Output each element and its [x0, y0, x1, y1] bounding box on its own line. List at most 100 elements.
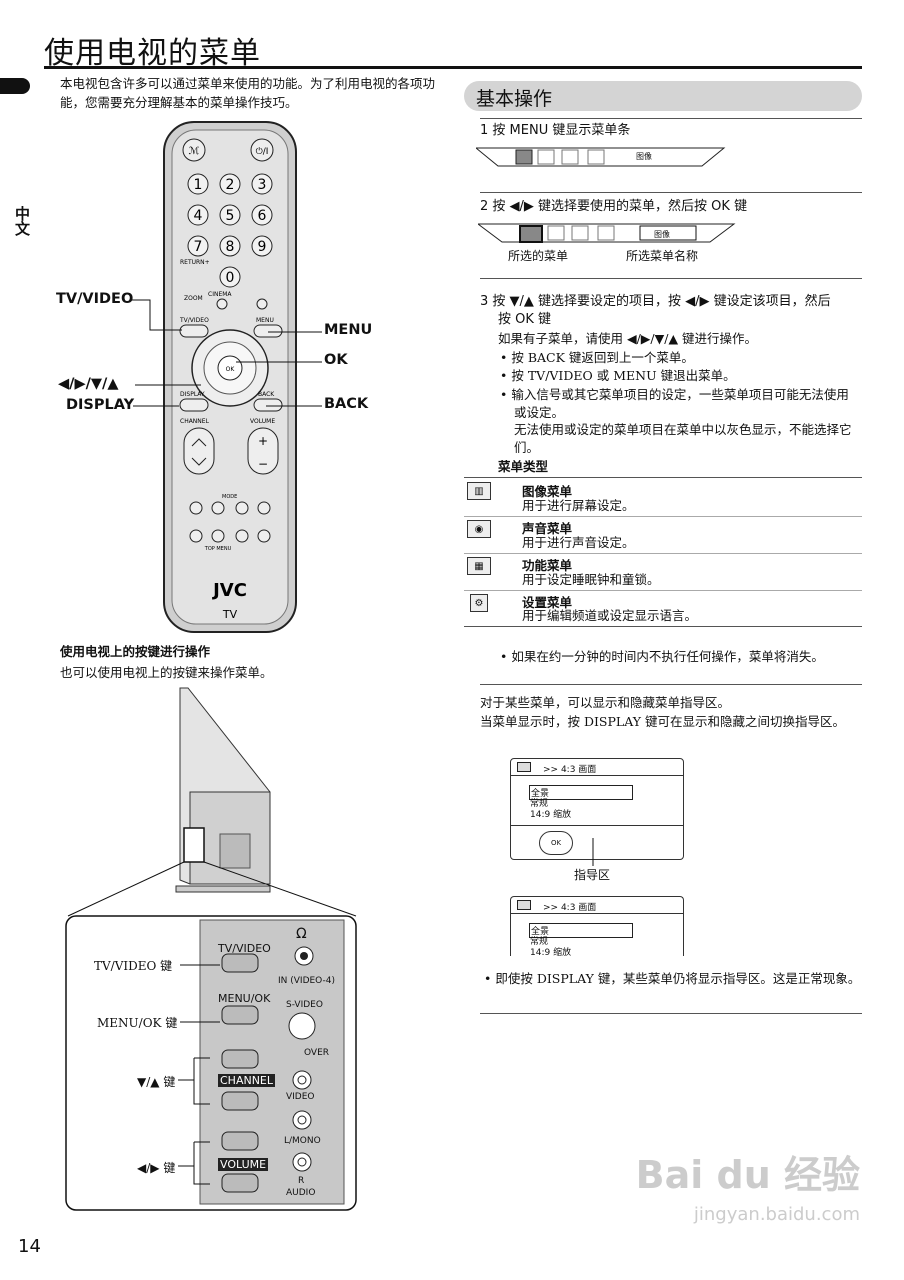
osd-item-1[interactable]: 常规 [530, 799, 549, 809]
label-tvvideo-key: TV/VIDEO 键 [94, 959, 173, 973]
remote-menu-label: MENU [256, 317, 274, 324]
osd-item-0[interactable]: 全景 [529, 785, 633, 800]
panel-r: R [298, 1176, 305, 1186]
digit-0-key[interactable]: 0 [226, 270, 235, 286]
label-updown-key: ▼/▲ 键 [137, 1075, 176, 1089]
setup-icon: ⚙ [470, 594, 488, 612]
osd-header: >> 4:3 画面 [543, 765, 597, 775]
remote-back-label: BACK [258, 391, 275, 398]
digit-7-key[interactable]: 7 [194, 239, 203, 255]
mute-button[interactable] [182, 138, 206, 162]
osd-without-guide: >> 4:3 画面 全景 常规 14:9 缩放 [510, 896, 684, 958]
remote-model-label: TV [222, 608, 238, 621]
picture-icon: ▥ [467, 482, 491, 500]
page-title: 使用电视的菜单 [44, 36, 261, 71]
step-1: 1 按 MENU 键显示菜单条 [480, 123, 631, 138]
digit-4-key[interactable]: 4 [194, 208, 203, 224]
watermark-url: jingyan.baidu.com [693, 1204, 860, 1225]
panel-tvvideo: TV/VIDEO [218, 942, 271, 955]
remote-channel-label: CHANNEL [180, 418, 210, 425]
guide-paragraph-1: 对于某些菜单，可以显示和隐藏菜单指导区。 [480, 695, 731, 710]
digit-8-key[interactable]: 8 [226, 239, 235, 255]
menubar-2-name: 图像 [654, 230, 670, 239]
language-tab-label: 中文 [13, 206, 31, 236]
osd-item-2[interactable]: 14:9 缩放 [530, 810, 572, 820]
tv-keys-subheading: 也可以使用电视上的按键来操作菜单。 [60, 665, 273, 680]
intro-text: 本电视包含许多可以通过菜单来使用的功能。为了利用电视的各项功能，您需要充分理解基… [60, 76, 436, 110]
step-3-line2: 按 OK 键 [498, 312, 552, 327]
bullet-1: • 按 BACK 键返回到上一个菜单。 [500, 350, 694, 365]
timeout-note: • 如果在约一分钟的时间内不执行任何操作，菜单将消失。 [500, 649, 824, 664]
guide-paragraph-2: 当菜单显示时，按 DISPLAY 键可在显示和隐藏之间切换指导区。 [480, 714, 845, 729]
digit-2-key[interactable]: 2 [226, 177, 235, 193]
page-number: 14 [18, 1236, 41, 1257]
menu-types-title: 菜单类型 [498, 459, 549, 474]
remote-brand-label: JVC [211, 580, 247, 601]
menu-bar-2 [478, 223, 736, 243]
callout-tv-video: TV/VIDEO [56, 291, 134, 307]
remote-ok-label: OK [226, 366, 236, 373]
panel-lmono: L/MONO [284, 1136, 321, 1146]
svg-text:+: + [258, 434, 268, 448]
remote-tvvideo-label: TV/VIDEO [179, 317, 209, 324]
callout-arrows: ◀/▶/▼/▲ [58, 376, 119, 392]
callout-menu: MENU [324, 322, 373, 338]
menu-bar-1 [476, 147, 726, 167]
digit-6-key[interactable]: 6 [258, 208, 267, 224]
bullet-3-cont: 无法使用或设定的菜单项目在菜单中以灰色显示，不能选择它们。 [514, 422, 852, 455]
callout-display: DISPLAY [66, 397, 135, 413]
panel-in-video4: IN (VIDEO-4) [278, 976, 336, 986]
sound-icon: ◉ [467, 520, 491, 538]
selected-menu-name-label: 所选菜单名称 [626, 249, 699, 263]
panel-video: VIDEO [286, 1092, 315, 1102]
step-2: 2 按 ◀/▶ 键选择要使用的菜单，然后按 OK 键 [480, 199, 748, 214]
menu-type-picture-title: 图像菜单 [522, 484, 573, 499]
menu-type-feature-desc: 用于设定睡眠钟和童锁。 [522, 572, 660, 587]
watermark-logo: Bai du 经验 [635, 1153, 860, 1197]
menu-type-sound-desc: 用于进行声音设定。 [522, 535, 635, 550]
headphone-icon: Ω [296, 926, 307, 942]
digit-1-key[interactable]: 1 [194, 177, 203, 193]
panel-audio: AUDIO [286, 1188, 316, 1198]
osd-picture-icon [517, 762, 531, 772]
svg-text:−: − [258, 457, 268, 471]
remote-display-label: DISPLAY [180, 391, 205, 398]
step-3-sub: 如果有子菜单，请使用 ◀/▶/▼/▲ 键进行操作。 [498, 331, 758, 346]
digit-9-key[interactable]: 9 [258, 239, 267, 255]
digit-3-key[interactable]: 3 [258, 177, 267, 193]
menu-type-picture-desc: 用于进行屏幕设定。 [522, 498, 635, 513]
panel-volume: VOLUME [218, 1158, 269, 1171]
remote-zoom-label: ZOOM [184, 295, 203, 302]
digit-5-key[interactable]: 5 [226, 208, 235, 224]
panel-svideo: S-VIDEO [286, 1000, 323, 1010]
panel-menuok: MENU/OK [218, 992, 271, 1005]
feature-icon: ▦ [467, 557, 491, 575]
power-icon: ⏻/I [256, 146, 269, 157]
section-title-basic: 基本操作 [464, 81, 862, 111]
osd-with-guide: >> 4:3 画面 全景 常规 14:9 缩放 OK [510, 758, 684, 860]
step-3-line1: 3 按 ▼/▲ 键选择要设定的项目，按 ◀/▶ 键设定该项目，然后 [480, 294, 831, 309]
menu-type-setup-desc: 用于编辑频道或设定显示语言。 [522, 608, 698, 623]
language-tab-marker [0, 78, 30, 94]
menu-type-feature-title: 功能菜单 [522, 558, 573, 573]
bullet-2: • 按 TV/VIDEO 或 MENU 键退出菜单。 [500, 368, 736, 383]
bullet-3: • 输入信号或其它菜单项目的设定，一些菜单项目可能无法使用或设定。 [500, 387, 849, 420]
menubar-1-name: 图像 [636, 152, 652, 161]
remote-control: ℳ ⏻/I 1 2 3 4 5 6 7 8 9 0 RETURN+ ZOOM C… [163, 121, 297, 633]
panel-channel: CHANNEL [218, 1074, 276, 1087]
menu-type-setup-title: 设置菜单 [522, 595, 573, 610]
tv-side-illustration [65, 687, 357, 1211]
remote-return-label: RETURN+ [180, 259, 210, 266]
callout-back: BACK [324, 396, 369, 412]
remote-topmenu-label: TOP MENU [204, 546, 232, 552]
guide-area-label: 指导区 [574, 868, 611, 882]
remote-mode-label: MODE [222, 494, 237, 500]
power-button[interactable] [250, 138, 274, 162]
osd-ok-guide: OK [539, 831, 573, 855]
title-rule [44, 66, 862, 69]
label-leftright-key: ◀/▶ 键 [137, 1161, 176, 1175]
mute-icon: ℳ [189, 146, 200, 157]
selected-menu-label: 所选的菜单 [508, 249, 569, 263]
callout-ok: OK [324, 352, 348, 368]
label-menuok-key: MENU/OK 键 [97, 1016, 178, 1030]
